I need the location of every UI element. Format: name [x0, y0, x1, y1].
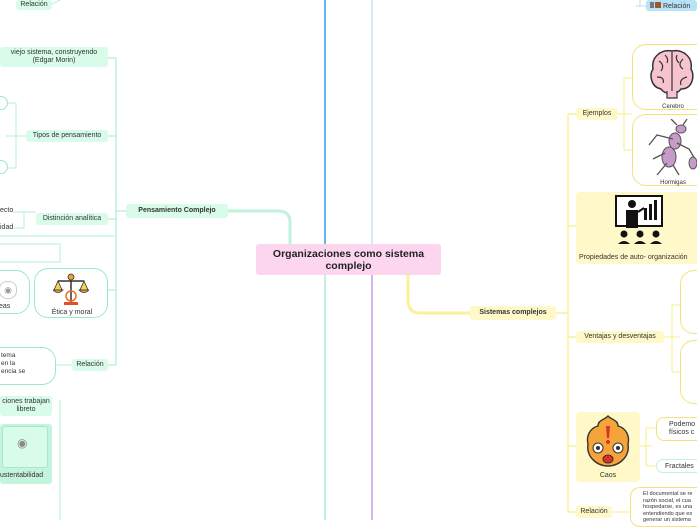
etica-moral-label: Ética y moral [51, 309, 93, 316]
organizaciones-node[interactable]: ciones trabajan libreto [0, 396, 52, 416]
presentation-icon [615, 195, 663, 244]
sustentabilidad-label: ustentabilidad [0, 472, 44, 479]
camera-icon: ◉ [0, 281, 17, 299]
brain-icon [650, 49, 694, 99]
camera-icon: ◉ [17, 436, 28, 450]
top-right-relacion-label: Relación [663, 3, 691, 10]
relacion-text-node[interactable]: tema en la encia se [0, 347, 56, 385]
propiedades-node[interactable]: Propiedades de auto- organización [576, 192, 697, 264]
scales-icon [53, 273, 89, 305]
ventajas-child-2[interactable] [680, 340, 697, 404]
central-topic-label: Organizaciones como sistema complejo [272, 248, 425, 272]
caos-label: Caos [599, 472, 617, 479]
ideas-node[interactable]: ◉ eas [0, 270, 30, 314]
chaos-face-icon [586, 415, 630, 467]
propiedades-label: Propiedades de auto- organización [579, 254, 688, 261]
ventajas-child-1[interactable] [680, 270, 697, 334]
top-right-relacion[interactable]: Relación [646, 0, 697, 11]
top-left-relacion[interactable]: Relación [16, 0, 52, 10]
right-relacion-node[interactable]: Relación [576, 506, 612, 518]
sistemas-complejos-node[interactable]: Sistemas complejos [470, 306, 556, 320]
ventajas-node[interactable]: Ventajas y desventajas [576, 331, 664, 343]
left-relacion-node[interactable]: Relación [72, 359, 108, 371]
cerebro-label: Cerebro [662, 104, 684, 110]
distincion-analitica-node[interactable]: Distinción analítica [36, 213, 108, 225]
podemos-node[interactable]: Podemo físicos c [656, 417, 697, 441]
tipos-pensamiento-node[interactable]: Tipos de pensamiento [26, 130, 108, 142]
distincion-child-2[interactable]: idad [0, 224, 14, 231]
right-relacion-text-node[interactable]: El documental se re razón social, el cua… [630, 487, 697, 527]
ant-icon [648, 119, 697, 176]
ejemplos-node[interactable]: Ejemplos [576, 108, 618, 120]
fractales-node[interactable]: Fractales [656, 459, 697, 473]
hormigas-node[interactable]: Hormigas [632, 114, 697, 186]
viejo-sistema-node[interactable]: viejo sistema, construyendo (Edgar Morin… [0, 47, 108, 67]
etica-moral-node[interactable]: Ética y moral [34, 268, 108, 318]
cerebro-node[interactable]: Cerebro [632, 44, 697, 110]
sustentabilidad-node[interactable]: ◉ ustentabilidad [0, 424, 52, 484]
central-topic[interactable]: Organizaciones como sistema complejo [256, 244, 441, 275]
camera-placeholder: ◉ [2, 426, 48, 468]
pensamiento-complejo-node[interactable]: Pensamiento Complejo [126, 204, 228, 218]
ideas-label: eas [0, 303, 11, 310]
distincion-child-1[interactable]: ecto [0, 207, 14, 214]
hormigas-label: Hormigas [660, 180, 686, 186]
caos-node[interactable]: Caos [576, 412, 640, 482]
